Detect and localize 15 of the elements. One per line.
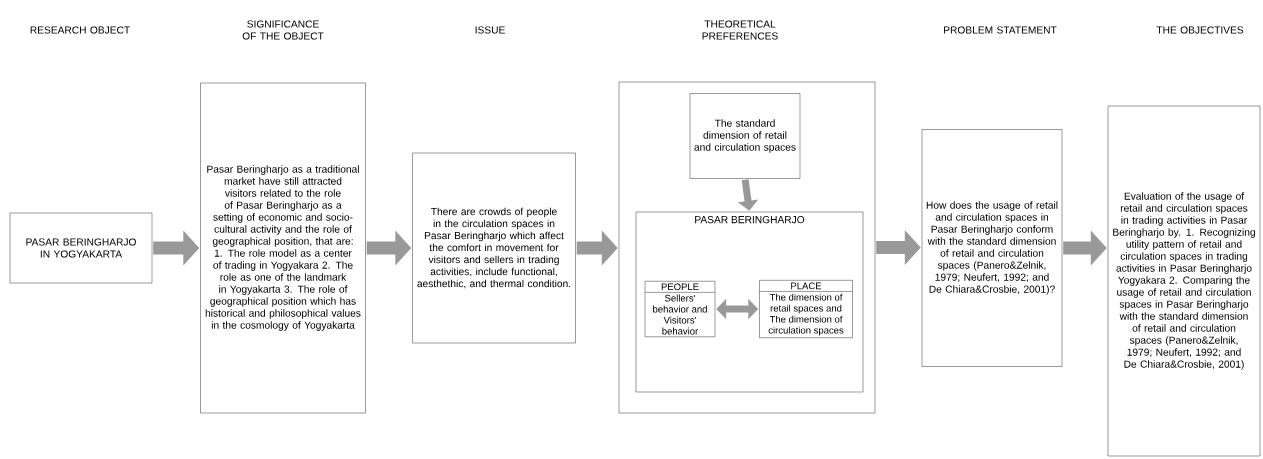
- column-heading: PROBLEM STATEMENT: [944, 26, 1057, 34]
- column-heading: THEORETICAL PREFERENCES: [702, 20, 778, 40]
- text-box: How does the usage of retail and circulation spaces in Pasar Beringharjo conform with the standard dimension of retail and circulation spaces (Panero&Zelnik, 1979; Neufert, 1992; and De Chiara&Crosbie, 2001)?: [921, 129, 1063, 367]
- column-heading: SIGNIFICANCE OF THE OBJECT: [242, 20, 324, 40]
- text-box: PASAR BERINGHARJO IN YOGYAKARTA: [9, 212, 153, 284]
- category-box: PLACE The dimension of retail spaces and The dimension of circulation spaces: [759, 280, 853, 338]
- column-heading: THE OBJECTIVES: [1156, 26, 1244, 34]
- text-box: The standard dimension of retail and circulation spaces: [689, 93, 801, 179]
- column-heading: RESEARCH OBJECT: [30, 26, 130, 34]
- category-box: PEOPLE Sellers' behavior and Visitors' behavior: [644, 281, 716, 337]
- column-heading: ISSUE: [475, 26, 505, 34]
- text-box: Evaluation of the usage of retail and circulation spaces in trading activities in Pasar Beringharjo by. 1. Recognizing utility pattern of retail and circulation spaces in trading activities in Pasar Beringharjo Yogyakara 2. Comparing the usage of retail and circulation spaces in Pasar Beringharjo with the standard dimension of retail and circulation spaces (Panero&Zelnik, 1979; Neufert, 1992; and De Chiara&Crosbie, 2001): [1107, 105, 1261, 457]
- text-box: There are crowds of people in the circulation spaces in Pasar Beringharjo which affect the comfort in movement for visitors and sellers in trading activities, include functional, aesthethic, and thermal condition.: [412, 152, 576, 344]
- group-box: [618, 81, 876, 414]
- text-box: Pasar Beringharjo as a traditional market have still attracted visitors related to the role of Pasar Beringharjo as a setting of economic and socio-cultural activity and the role of geographical position, that are: 1. The role model as a center of trading in Yogyakara 2. The role as one of the landmark in Yogyakarta 3. The role of geographical position which has historical and philosophical values in the cosmology of Yogyakarta: [200, 82, 366, 414]
